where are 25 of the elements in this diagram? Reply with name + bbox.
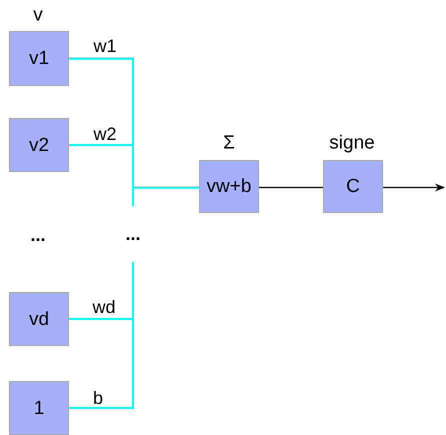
node-label: C bbox=[346, 177, 360, 196]
edge-label: w2 bbox=[94, 125, 116, 143]
arrow bbox=[383, 184, 445, 192]
edge-label: w1 bbox=[94, 37, 116, 55]
process-box bbox=[9, 381, 69, 435]
process-box bbox=[9, 292, 69, 346]
process-box bbox=[323, 160, 383, 213]
connector-line bbox=[259, 186, 323, 188]
node-label: v2 bbox=[28, 136, 50, 154]
node-label: 1 bbox=[34, 398, 44, 418]
node-caption: v bbox=[33, 6, 43, 24]
process-box bbox=[9, 118, 69, 172]
node-label: vw+b bbox=[206, 177, 252, 196]
ellipsis-text: ... bbox=[30, 226, 46, 244]
ellipsis-text: ... bbox=[125, 225, 140, 243]
node-caption: Σ bbox=[223, 134, 235, 152]
connector-line bbox=[132, 186, 199, 206]
edge-label: wd bbox=[92, 298, 116, 316]
process-box bbox=[9, 31, 69, 86]
connector-line bbox=[69, 262, 134, 409]
process-box bbox=[199, 160, 259, 213]
node-caption: signe bbox=[329, 134, 375, 152]
edge-label: b bbox=[93, 389, 103, 407]
node-label: v1 bbox=[28, 49, 50, 68]
node-label: vd bbox=[28, 310, 50, 328]
